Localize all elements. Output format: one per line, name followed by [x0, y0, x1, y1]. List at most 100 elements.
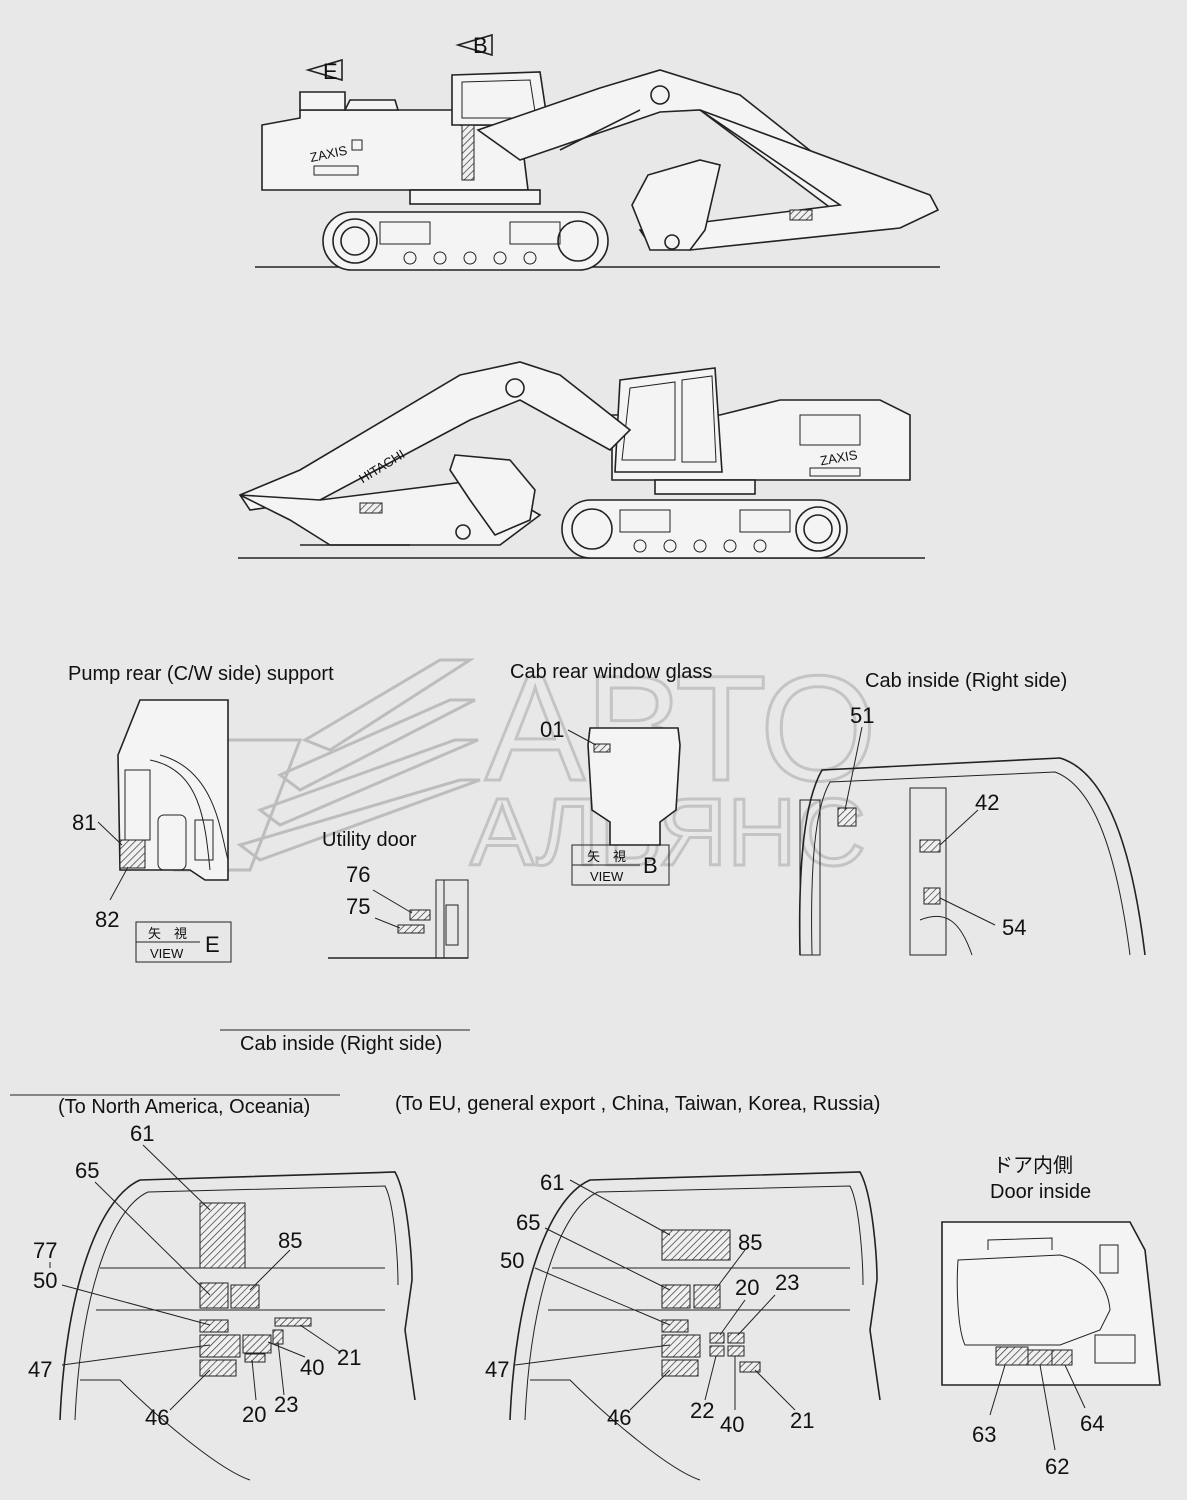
label-na-20: 20 [242, 1402, 266, 1427]
utility-door-view: 76 75 [328, 862, 469, 959]
heading-door-inside-jp: ドア内側 [993, 1154, 1073, 1177]
decal-64 [1051, 1349, 1073, 1366]
pump-rear-support-view: 81 82 矢 視 VIEW E [72, 699, 232, 963]
cab-inside-eu-view: 61 65 85 50 20 23 47 46 22 40 21 [485, 1170, 881, 1481]
svg-text:E: E [205, 932, 220, 957]
label-54: 54 [1002, 915, 1026, 940]
label-na-23: 23 [274, 1392, 298, 1417]
heading-cab-inside-right-top: Cab inside (Right side) [865, 670, 1067, 692]
label-75: 75 [346, 894, 370, 919]
label-eu-23: 23 [775, 1270, 799, 1295]
label-na-40: 40 [300, 1355, 324, 1380]
svg-text:VIEW: VIEW [590, 869, 624, 884]
decal-na-65 [199, 1282, 229, 1309]
svg-text:矢 視: 矢 視 [587, 849, 626, 864]
svg-text:B: B [473, 33, 488, 58]
heading-door-inside: Door inside [990, 1181, 1091, 1203]
decal-na-85 [230, 1284, 260, 1309]
zaxis-logo-bottom: ZAXIS [819, 447, 859, 468]
label-eu-61: 61 [540, 1170, 564, 1195]
label-eu-50: 50 [500, 1248, 524, 1273]
crawler-track-top [322, 211, 609, 271]
label-51: 51 [850, 703, 874, 728]
label-eu-20: 20 [735, 1275, 759, 1300]
label-eu-40: 40 [720, 1412, 744, 1437]
label-42: 42 [975, 790, 999, 815]
heading-north-america: (To North America, Oceania) [58, 1096, 310, 1118]
label-eu-46: 46 [607, 1405, 631, 1430]
decal-63 [995, 1346, 1029, 1366]
cab-rear-window-view: 01 矢 視 VIEW B [540, 717, 681, 886]
decal-eu-85 [693, 1284, 721, 1309]
view-box-e: 矢 視 VIEW E [135, 921, 232, 963]
view-box-b: 矢 視 VIEW B [571, 844, 670, 886]
decal-81-82 [119, 839, 146, 869]
decal-na-40 [242, 1334, 272, 1354]
decal-01 [593, 743, 611, 753]
label-na-65: 65 [75, 1158, 99, 1183]
label-eu-47: 47 [485, 1357, 509, 1382]
label-01: 01 [540, 717, 564, 742]
svg-text:E: E [323, 59, 338, 84]
cab-bottom [614, 367, 723, 473]
heading-cab-rear-window: Cab rear window glass [510, 661, 712, 683]
bucket-bottom [449, 454, 536, 536]
heading-pump-rear: Pump rear (C/W side) support [68, 663, 334, 685]
decal-eu-21 [739, 1361, 761, 1373]
label-eu-85: 85 [738, 1230, 762, 1255]
label-na-47: 47 [28, 1357, 52, 1382]
cab-inside-north-america-view: 61 65 77 50 85 47 21 40 46 20 23 [28, 1121, 416, 1481]
decal-eu-40 [727, 1345, 745, 1357]
excavator-side-view-bottom: ZAXIS HITACHI [238, 361, 925, 559]
label-na-85: 85 [278, 1228, 302, 1253]
label-na-61: 61 [130, 1121, 154, 1146]
watermark-line1: АВТО [485, 644, 877, 812]
heading-cab-inside-right-mid: Cab inside (Right side) [240, 1033, 442, 1055]
door-inside-view: 63 62 64 [941, 1221, 1161, 1479]
bucket-top [631, 159, 721, 251]
decal-na-46 [199, 1359, 237, 1377]
label-82: 82 [95, 907, 119, 932]
crawler-track-bottom [561, 499, 848, 559]
arm-bottom [239, 479, 542, 546]
decal-eu-20 [709, 1332, 725, 1344]
decal-na-61 [199, 1202, 246, 1269]
label-na-21: 21 [337, 1345, 361, 1370]
decal-eu-47 [661, 1334, 701, 1358]
decal-51 [837, 807, 857, 827]
svg-text:VIEW: VIEW [150, 946, 184, 961]
label-62: 62 [1045, 1454, 1069, 1479]
label-na-77: 77 [33, 1238, 57, 1263]
decal-eu-50 [661, 1319, 689, 1333]
decal-54 [923, 887, 941, 905]
cab-inside-right-top-view: 51 42 54 [798, 703, 1146, 956]
view-arrow-e: E [305, 58, 343, 84]
decal-na-21 [274, 1317, 312, 1327]
decal-na-23 [272, 1329, 284, 1345]
decal-76 [409, 909, 431, 921]
excavator-side-view-top: E B ZAXIS [255, 33, 940, 271]
heading-eu-export: (To EU, general export , China, Taiwan, … [395, 1093, 880, 1115]
label-eu-65: 65 [516, 1210, 540, 1235]
label-na-50: 50 [33, 1268, 57, 1293]
view-arrow-b: B [455, 33, 493, 58]
decal-eu-22 [709, 1345, 725, 1357]
decal-eu-46 [661, 1359, 699, 1377]
label-76: 76 [346, 862, 370, 887]
svg-text:B: B [643, 853, 658, 878]
decal-eu-65 [661, 1284, 691, 1309]
label-81: 81 [72, 810, 96, 835]
decal-42 [919, 839, 941, 853]
label-eu-22: 22 [690, 1398, 714, 1423]
label-na-46: 46 [145, 1405, 169, 1430]
decal-62 [1027, 1349, 1053, 1366]
label-63: 63 [972, 1422, 996, 1447]
decal-75 [397, 924, 425, 934]
decal-na-50 [199, 1319, 229, 1333]
decal-na-20 [244, 1353, 266, 1363]
label-64: 64 [1080, 1411, 1104, 1436]
svg-text:矢 視: 矢 視 [148, 926, 187, 941]
decal-eu-23 [727, 1332, 745, 1344]
heading-utility-door: Utility door [322, 829, 417, 851]
